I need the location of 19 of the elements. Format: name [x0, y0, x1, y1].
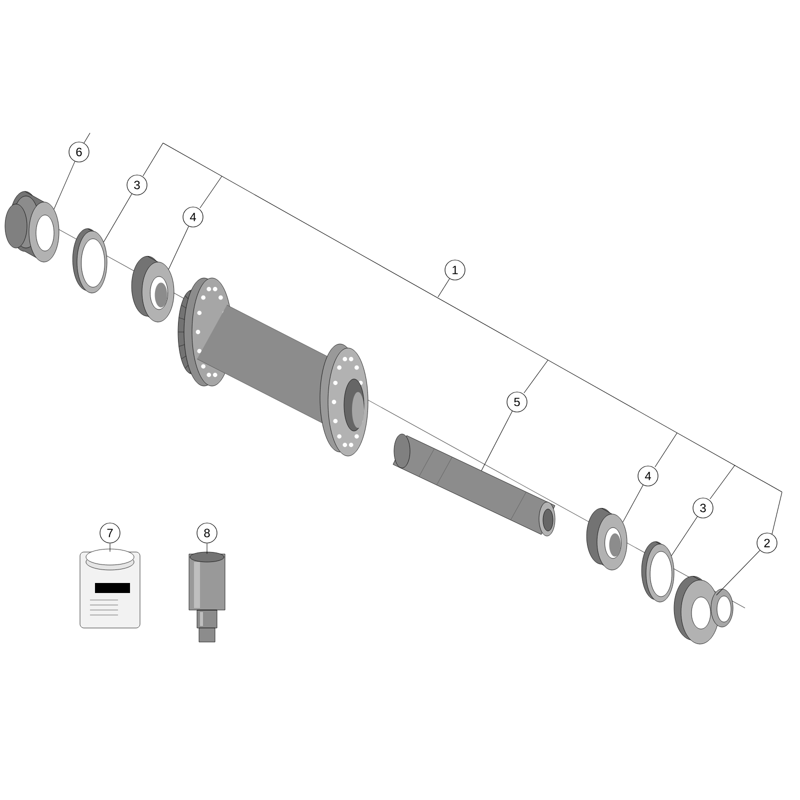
callout-number: 3 — [692, 498, 714, 518]
leader-line — [716, 550, 760, 596]
leader-line — [103, 194, 132, 242]
callout-number: 7 — [100, 522, 120, 544]
leader-line — [438, 278, 450, 298]
callout-number: 8 — [196, 522, 218, 544]
leader-line — [622, 484, 644, 522]
callout-number: 1 — [444, 260, 466, 280]
callout-number: 4 — [638, 466, 658, 486]
callout-number: 5 — [506, 392, 528, 412]
callout-number: 6 — [68, 142, 90, 162]
leader-line — [671, 516, 698, 556]
callout-number: 3 — [126, 174, 148, 196]
callout-number: 2 — [756, 532, 778, 554]
leader-line — [168, 226, 189, 270]
leader-line — [54, 161, 76, 210]
leader-line — [481, 410, 513, 471]
callout-number: 4 — [182, 206, 204, 228]
leader-line — [206, 543, 208, 554]
